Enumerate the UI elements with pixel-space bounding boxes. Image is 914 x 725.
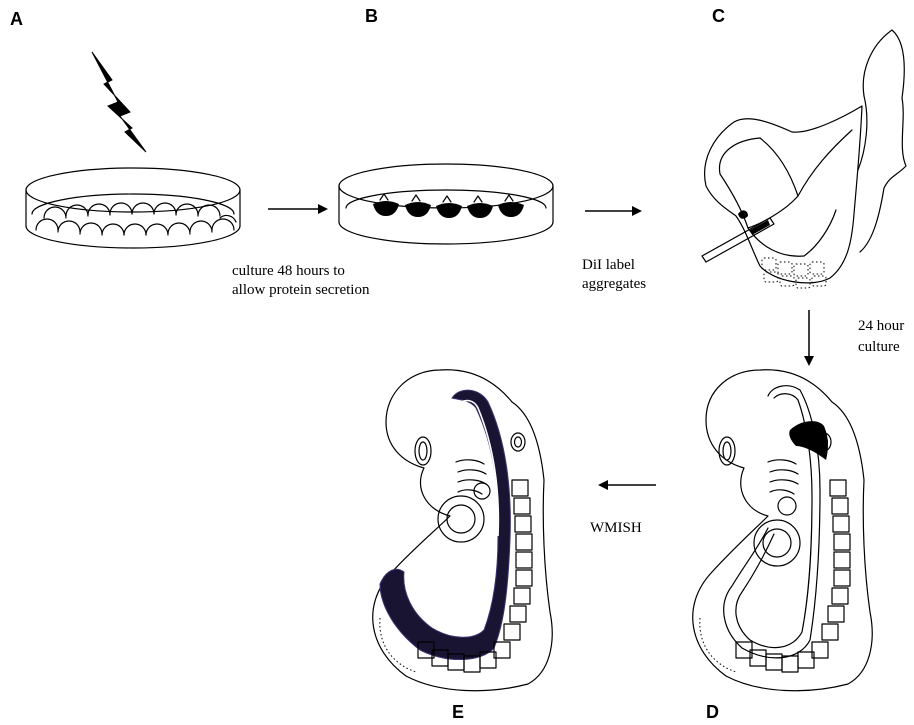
panel-label-b: B [365,6,378,26]
embryo-wmish-stained [373,370,552,691]
caption-culture-line2: allow protein secretion [232,282,370,298]
panel-label-e: E [452,702,464,722]
panel-label-c: C [712,6,725,26]
arrow-a-to-b [268,204,328,214]
caption-dil-line1: DiI label [582,257,635,273]
arrow-d-to-e [598,480,656,490]
panel-label-d: D [706,702,719,722]
culture-dish-aggregates [339,164,553,244]
caption-24hour-line2: culture [858,339,900,355]
arrow-b-to-c [585,206,642,216]
arrow-c-to-d [804,310,814,366]
culture-dish-cells [26,168,240,248]
lightning-bolt-icon [92,52,146,152]
embryo-early-dil-injection [702,30,906,288]
caption-24hour-line1: 24 hour [858,318,904,334]
panel-label-a: A [10,9,23,29]
embryo-cultured-with-aggregate [693,370,872,691]
caption-wmish: WMISH [590,520,642,536]
caption-dil-line2: aggregates [582,276,646,292]
caption-culture-line1: culture 48 hours to [232,263,345,279]
